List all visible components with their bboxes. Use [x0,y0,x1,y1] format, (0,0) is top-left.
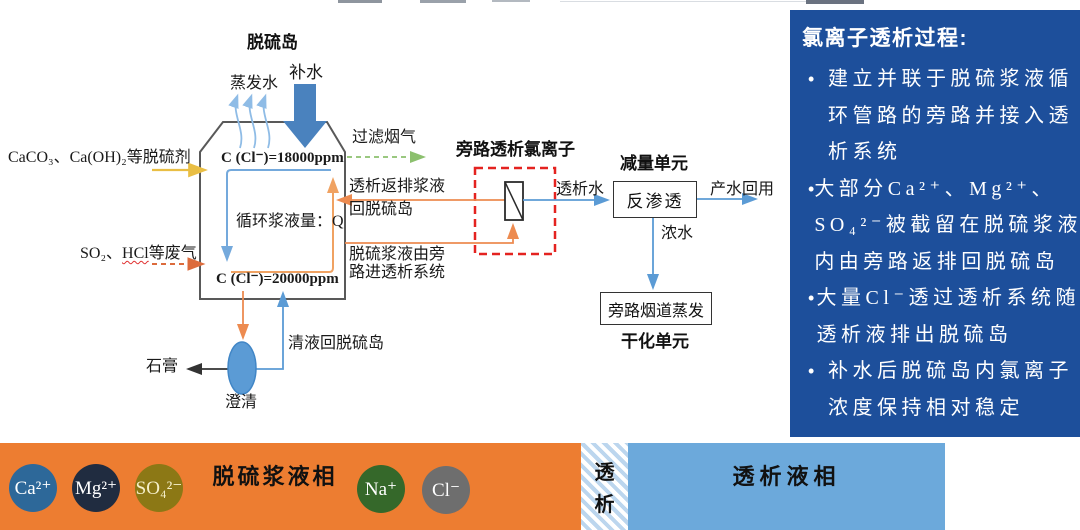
product-water-label: 产水回用 [710,181,775,198]
crop-artifact-dash [806,0,864,4]
circulation-volume-label: 循环浆液量：Q [236,213,344,230]
waste-gas-label: SO₂、HCl等废气 [80,245,197,263]
waste-gas-pre: SO₂、 [80,245,123,262]
clarifier-label: 澄清 [225,394,258,411]
dialysis-water-label: 透析水 [556,181,605,198]
bullet-line: 大量Cl⁻透过透析系统随 [816,287,1080,309]
gypsum-label: 石膏 [146,358,179,375]
chloride-ion-label: Cl⁻ [432,479,460,501]
return-slurry-label-2: 回脱硫岛 [349,201,414,218]
crop-artifact-line [560,1,860,2]
sulfate-ion-label: SO₄²⁻ [135,477,183,499]
bullet-line: SO₄²⁻被截留在脱硫浆液 [814,214,1080,236]
reverse-osmosis-box: 反渗透 [613,181,697,218]
clarifier-shape [227,341,257,395]
drying-unit-title: 干化单元 [621,332,689,351]
chloride-ion-badge: Cl⁻ [422,466,470,514]
feed-slurry-label-2: 路进透析系统 [349,264,446,281]
bullet-line: 大部分Ca²⁺、Mg²⁺、 [814,177,1056,200]
bullet-dot: • [808,69,815,89]
feed-slurry-line [345,222,520,244]
dialysis-strip-char-2: 析 [594,494,615,516]
evaporation-arrow [242,93,257,149]
sodium-ion-label: Na⁺ [364,478,398,500]
magnesium-ion-label: Mg²⁺ [74,477,118,499]
flue-evaporation-box: 旁路烟道蒸发 [600,292,712,325]
bypass-dialysis-dashed-box [473,166,557,256]
dialysis-strip-char-1: 透 [594,462,615,484]
dialysate-phase-label: 透析液相 [732,464,841,489]
bullet-dot: • [808,361,815,381]
bullet-line: 析系统 [828,141,902,163]
evaporation-arrow [228,93,243,149]
crop-artifact-dash [420,0,466,3]
circulation-loop-orange [231,177,339,273]
bullet-line: 建立并联于脱硫浆液循 [828,68,1073,90]
panel-bullet: • 大部分Ca²⁺、Mg²⁺、 SO₄²⁻被截留在脱硫浆液 内由旁路返排回脱硫岛 [802,171,1080,281]
bullet-line: 内由旁路返排回脱硫岛 [814,250,1060,273]
bullet-line: 补水后脱硫岛内氯离子 [828,360,1073,382]
return-slurry-label-1: 透析返排浆液 [349,178,446,195]
clear-liquid-line [256,290,290,370]
chloride-dialysis-process-panel: 氯离子透析过程: • 建立并联于脱硫浆液循 环管路的旁路并接入透 析系统 • 大… [790,10,1080,437]
filtered-gas-label: 过滤烟气 [352,129,417,146]
makeup-water-arrow [283,84,327,148]
membrane-diagonal [504,181,524,221]
flue-evaporation-label: 旁路烟道蒸发 [607,302,704,320]
magnesium-ion-badge: Mg²⁺ [72,464,120,512]
panel-bullet: • 补水后脱硫岛内氯离子 浓度保持相对稳定 [802,353,1080,426]
dialysate-phase-bar [628,443,945,530]
desulf-island-title: 脱硫岛 [247,33,298,52]
bullet-line: 浓度保持相对稳定 [828,396,1024,419]
makeup-water-label: 补水 [289,63,323,82]
evaporation-label: 蒸发水 [230,75,279,92]
clear-liquid-label: 清液回脱硫岛 [288,335,385,352]
cl-concentration-top: C (Cl⁻)=18000ppm [221,150,344,166]
concentrate-label: 浓水 [661,225,694,242]
slurry-phase-label: 脱硫浆液相 [212,464,338,489]
desulfurization-island-tank [199,121,346,300]
panel-bullet: • 建立并联于脱硫浆液循 环管路的旁路并接入透 析系统 [802,61,1080,171]
reduction-unit-title: 减量单元 [620,154,688,173]
bypass-dialysis-title: 旁路透析氯离子 [456,140,575,159]
dialysis-membrane-strip: 透 析 [581,443,628,530]
absorbent-label: CaCO₃、Ca(OH)₂等脱硫剂 [8,149,191,166]
waste-gas-hcl: HCl [122,245,149,262]
calcium-ion-label: Ca²⁺ [14,477,52,499]
panel-title: 氯离子透析过程: [802,27,968,50]
bullet-line: 透析液排出脱硫岛 [816,323,1013,346]
bullet-dot: • [808,178,815,199]
panel-bullet: • 大量Cl⁻透过透析系统随 透析液排出脱硫岛 [802,280,1080,353]
sulfate-ion-badge: SO₄²⁻ [135,464,183,512]
calcium-ion-badge: Ca²⁺ [9,464,57,512]
bullet-dot: • [808,288,815,308]
waste-gas-post: 等废气 [148,245,197,262]
crop-artifact-dash [338,0,382,3]
reverse-osmosis-label: 反渗透 [626,192,684,211]
circulation-loop-blue [221,169,331,262]
feed-slurry-label-1: 脱硫浆液由旁 [349,246,446,263]
crop-artifact-dash [492,0,530,2]
cl-concentration-bottom: C (Cl⁻)=20000ppm [216,271,339,287]
sodium-ion-badge: Na⁺ [357,465,405,513]
evaporation-arrow [256,93,271,149]
bullet-line: 环管路的旁路并接入透 [828,104,1073,127]
